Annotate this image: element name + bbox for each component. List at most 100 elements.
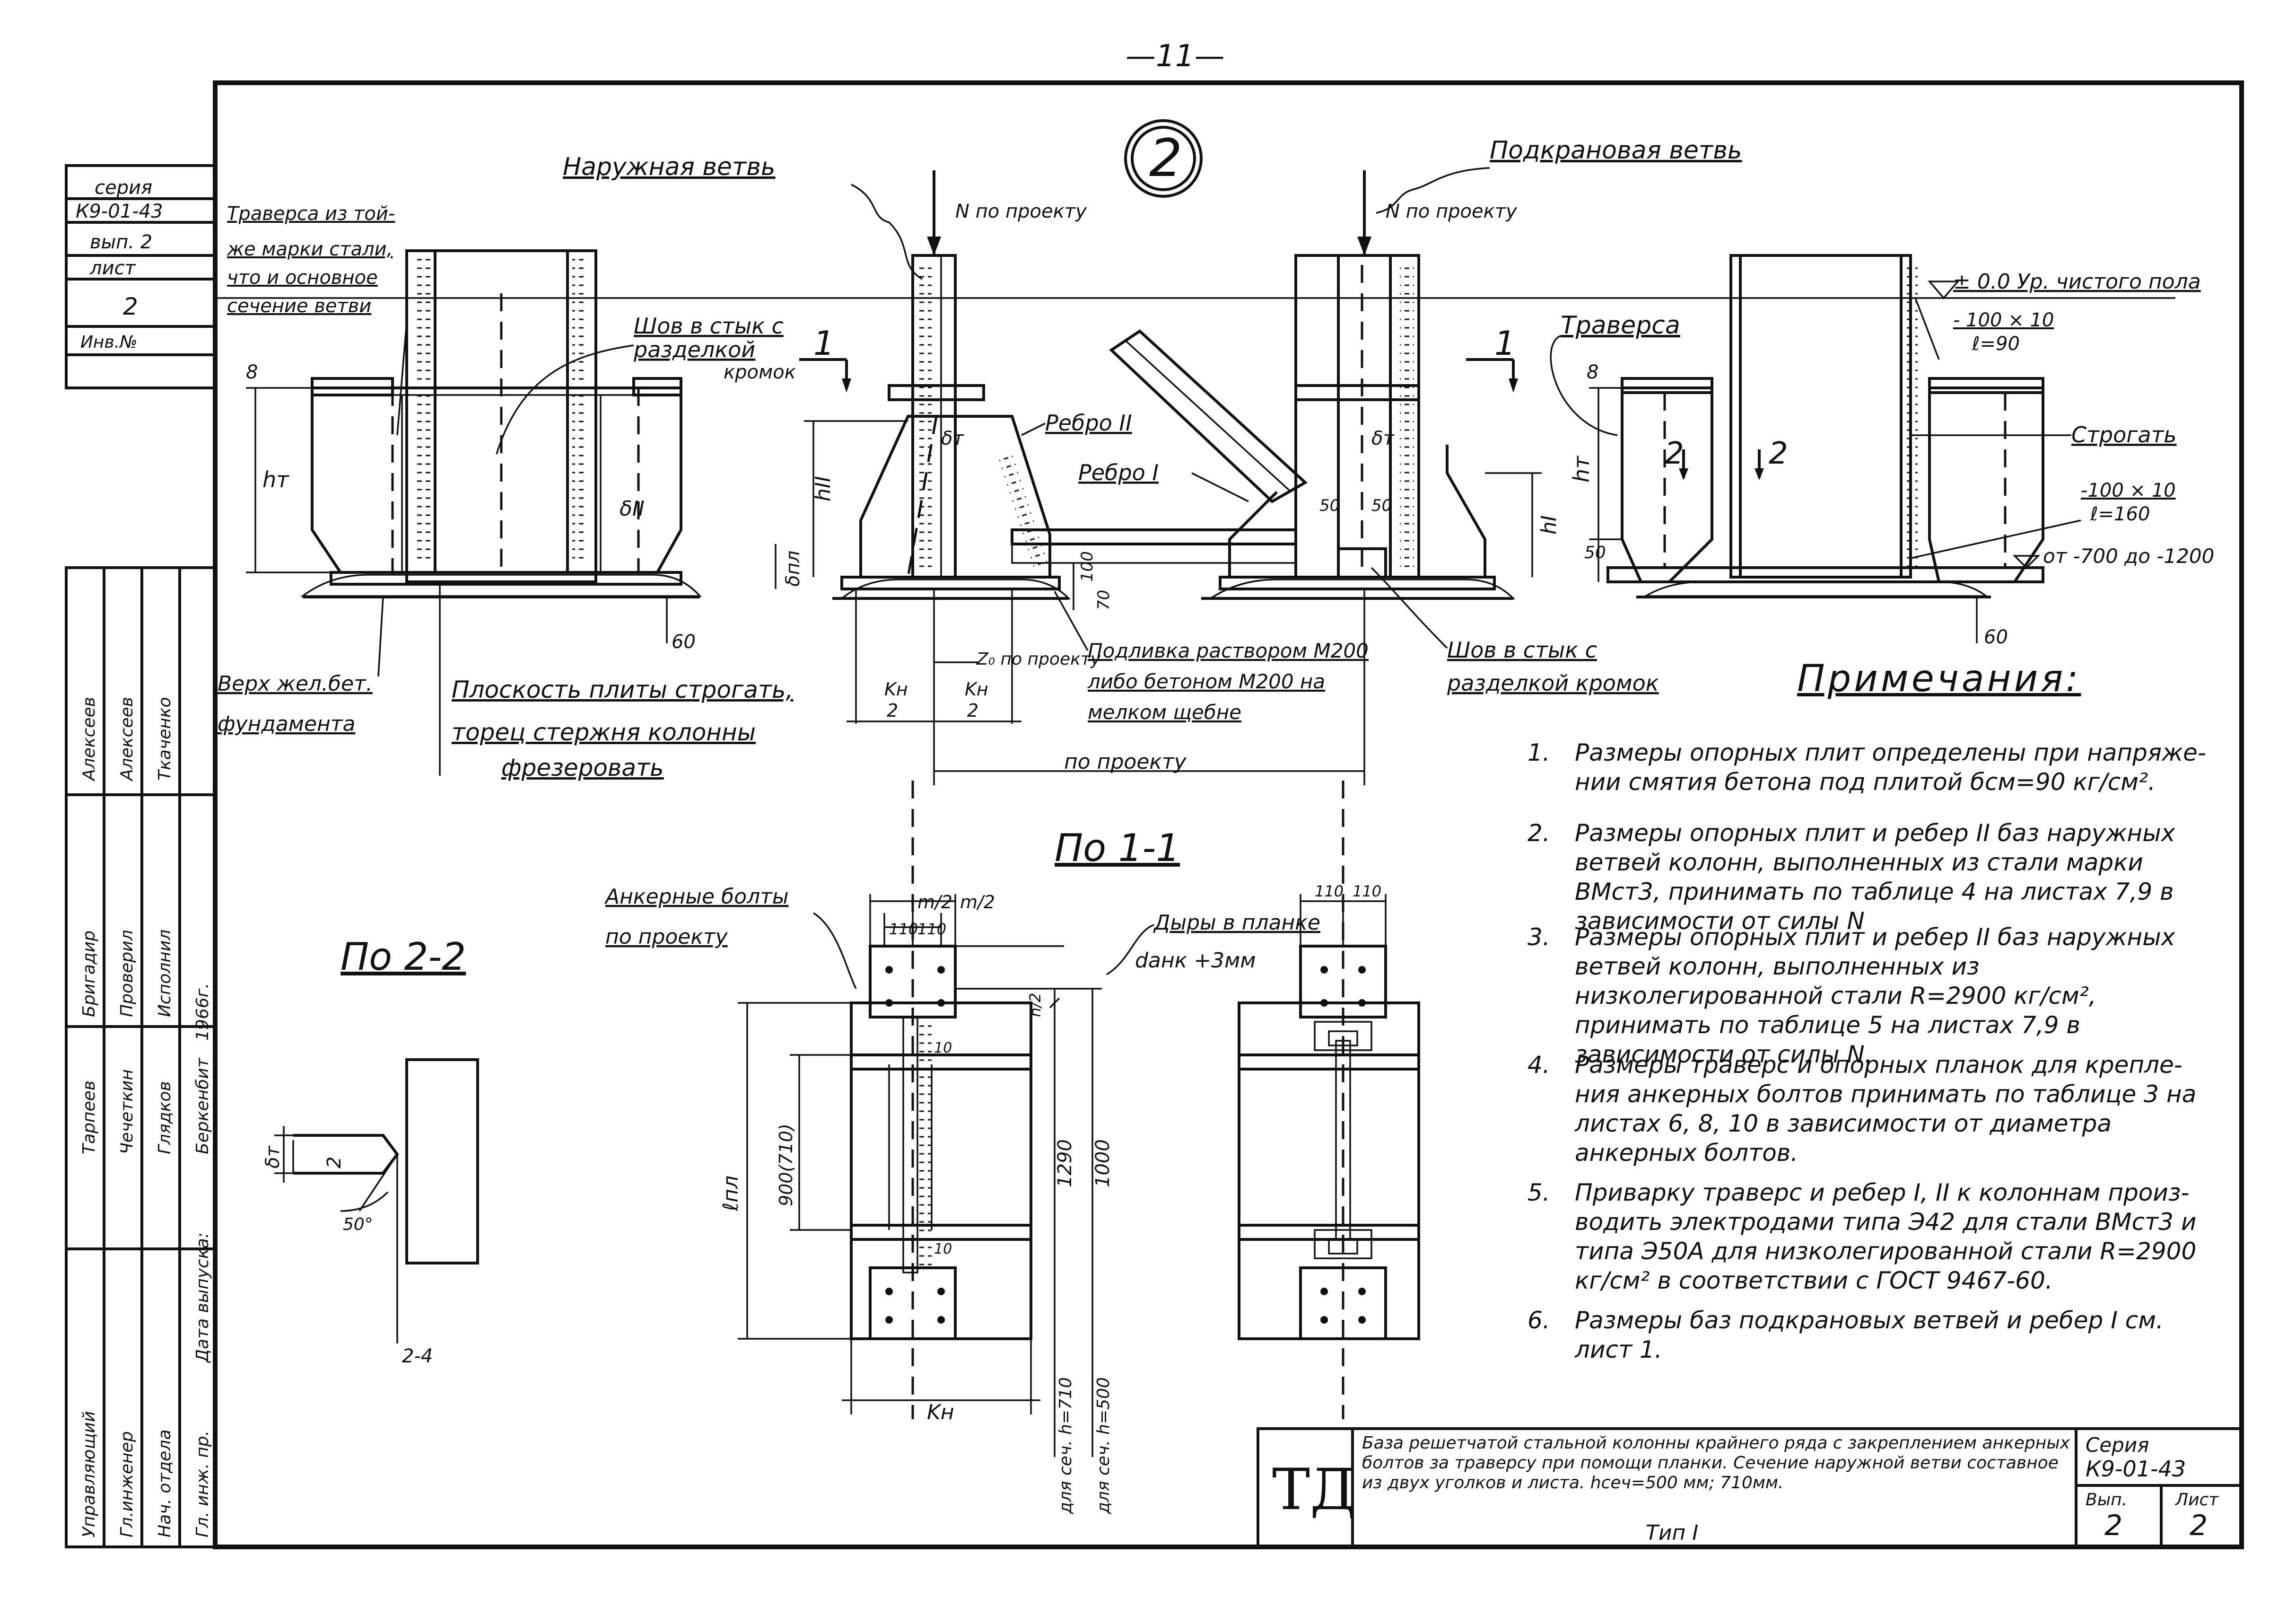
elevation-crane-branch <box>1589 254 2081 643</box>
title-block-vyp-label: Вып. <box>2086 1490 2128 1510</box>
label-holes-2: dанк +3мм <box>1135 948 1256 973</box>
stamp-role-10: 1966г. <box>193 983 212 1041</box>
label-m2-b: m/2 <box>960 892 995 913</box>
dim-50-right: 50 <box>1584 543 1606 562</box>
label-kn: Kн <box>927 1400 954 1424</box>
label-n2: n/2 <box>1026 993 1044 1017</box>
label-d2: 2 <box>323 1157 345 1168</box>
label-po-proektu: по проекту <box>1064 750 1187 774</box>
stamp-role-4: Чечеткин <box>117 1069 137 1154</box>
title-block-title: База решетчатой стальной колонны крайнег… <box>1362 1433 2070 1493</box>
label-kn-a2: 2 <box>887 700 898 721</box>
note-1-text: Размеры опорных плит определены при напр… <box>1575 739 2206 796</box>
label-plane: Строгать <box>2071 422 2177 448</box>
label-grout-3: мелком щебне <box>1088 701 1241 724</box>
label-delta-t-1: δт <box>941 428 964 449</box>
note-1-num: 1. <box>1528 739 1550 766</box>
note-2-num: 2. <box>1528 819 1550 847</box>
label-outer-branch: Наружная ветвь <box>563 153 776 181</box>
stamp-seriya: К9-01-43 <box>76 201 163 222</box>
label-anchor-1: Анкерные болты <box>604 885 789 909</box>
label-plane-note-1: Плоскость плиты строгать, <box>452 676 793 703</box>
label-900-710: 900(710) <box>776 1124 796 1206</box>
label-grout-1: Подливка раствором М200 <box>1088 639 1369 662</box>
note-4-text: Размеры траверс и опорных планок для кре… <box>1575 1051 2197 1167</box>
label-delta-pl: δпл <box>782 551 804 587</box>
label-floor-level: ± 0.0 Ур. чистого пола <box>1953 270 2201 294</box>
label-traverse-note-3: что и основное <box>227 267 378 289</box>
title-block-list-label: Лист <box>2175 1490 2219 1510</box>
label-1000: 1000 <box>1092 1139 1114 1187</box>
label-weld-3: кромок <box>724 361 796 383</box>
label-top-found-2: фундамента <box>218 712 355 736</box>
label-plane-note-2: торец стержня колонны <box>452 719 756 746</box>
elevation-outer-branch: hт 8 δII 60 <box>246 249 702 653</box>
note-3-text: Размеры опорных плит и ребер II баз нару… <box>1575 923 2175 1068</box>
label-traverse-note-4: сечение ветви <box>227 295 371 317</box>
note-6-text: Размеры баз подкрановых ветвей и ребер I… <box>1575 1307 2164 1363</box>
label-d2-4: 2-4 <box>402 1345 433 1367</box>
section-1-1-right <box>911 781 1420 1419</box>
title-block-vyp: 2 <box>2104 1509 2123 1542</box>
title-block-list: 2 <box>2190 1509 2208 1542</box>
title-block-logo: ТД <box>1272 1457 1356 1523</box>
label-110-b: 110 <box>917 920 946 938</box>
dim-ht: hт <box>262 467 289 492</box>
stamp-role-5: Нач. отдела <box>155 1430 175 1537</box>
label-level-range: от -700 до -1200 <box>2043 544 2214 568</box>
label-ht-right: hт <box>1569 456 1594 483</box>
stamp-role-13: Исполнил <box>155 930 175 1017</box>
stamp-role-7: Гл. инж. пр. <box>193 1431 212 1537</box>
label-h1: hI <box>1537 515 1561 535</box>
label-weld-1: Шов в стык с <box>634 313 784 339</box>
note-2-text: Размеры опорных плит и ребер II баз нару… <box>1575 819 2175 935</box>
label-110-a: 110 <box>889 920 918 938</box>
stamp-role-11: Бригадир <box>79 931 99 1017</box>
label-for-500: для сеч. h=500 <box>1094 1377 1113 1514</box>
label-weld-2: разделкой <box>633 337 755 362</box>
label-top-found-1: Верх жел.бет. <box>218 672 373 696</box>
title-block-type: Тип I <box>1646 1521 1699 1545</box>
label-delta-t-sec: δт <box>262 1145 284 1168</box>
dim-8-right: 8 <box>1587 361 1598 383</box>
label-1290: 1290 <box>1054 1139 1076 1187</box>
title-section-1-1: По 1-1 <box>1055 826 1180 870</box>
label-plane-note-3: фрезеровать <box>501 754 664 781</box>
dim-delta2: δII <box>620 497 645 521</box>
detail-circle <box>1124 119 1203 198</box>
label-traverse-note-2: же марки стали, <box>227 238 393 260</box>
label-delta-t-2: δт <box>1371 428 1395 449</box>
label-weld2-1: Шов в стык с <box>1447 637 1597 663</box>
label-dim-50-a: 50 <box>1319 496 1340 515</box>
label-plate-1a: - 100 × 10 <box>1953 309 2054 331</box>
label-kn-b2: 2 <box>967 700 978 721</box>
label-n-project-2: N по проекту <box>1386 201 1518 222</box>
stamp-role-12: Проверил <box>117 930 137 1017</box>
label-m2-a: m/2 <box>917 892 952 913</box>
stamp-seriya-label: серия <box>95 177 152 199</box>
label-angle-50: 50° <box>343 1215 373 1234</box>
label-for-710: для сеч. h=710 <box>1056 1377 1075 1514</box>
note-4-num: 4. <box>1528 1051 1550 1079</box>
label-anchor-2: по проекту <box>605 925 728 949</box>
label-rib-1: Ребро I <box>1078 460 1159 485</box>
stamp-role-14: Алексеев <box>79 697 99 781</box>
label-sec-2-right: 2 <box>1769 436 1788 471</box>
label-grout-2: либо бетоном М200 на <box>1087 670 1325 693</box>
label-n-project-1: N по проекту <box>955 201 1087 222</box>
label-dim-50-b: 50 <box>1371 496 1392 515</box>
stamp-inv: Инв.№ <box>80 333 138 352</box>
note-5-num: 5. <box>1528 1179 1550 1206</box>
stamp-role-16: Ткаченко <box>155 697 175 781</box>
label-kn-b: Kн <box>965 679 988 700</box>
label-kn-a: Kн <box>884 679 908 700</box>
detail-number: 2 <box>1149 128 1182 188</box>
title-block-series-label: Серия <box>2086 1433 2149 1457</box>
title-section-2-2: По 2-2 <box>340 935 466 979</box>
label-sec-2-left: 2 <box>1665 436 1684 471</box>
dim-60-left: 60 <box>672 631 696 653</box>
label-weld2-2: разделкой кромок <box>1447 670 1659 696</box>
label-110-c: 110 <box>1315 882 1344 900</box>
label-plate-2a: -100 × 10 <box>2081 480 2176 501</box>
